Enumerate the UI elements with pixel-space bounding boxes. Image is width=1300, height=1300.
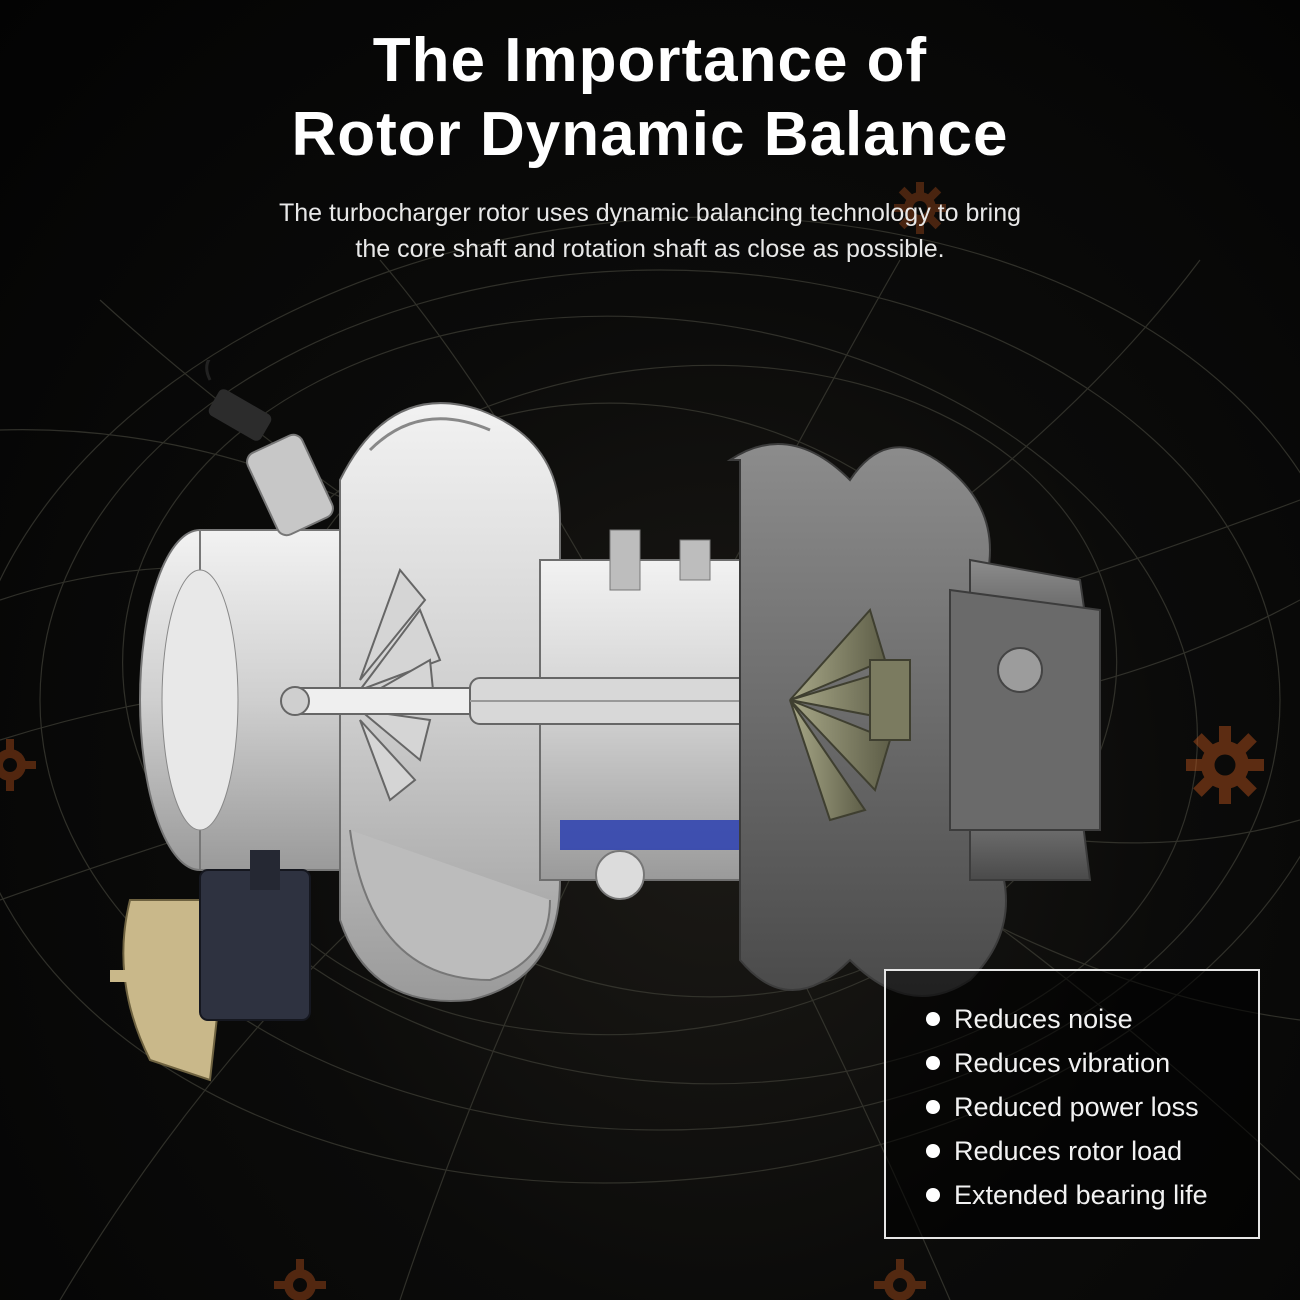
compressor-wheel: [356, 568, 442, 802]
feature-text: Reduces vibration: [954, 1047, 1171, 1078]
feature-item: Reduces vibration: [926, 1041, 1258, 1085]
subtitle: The turbocharger rotor uses dynamic bala…: [150, 195, 1150, 267]
feature-text: Reduces noise: [954, 1003, 1133, 1034]
features-box: Reduces noise Reduces vibration Reduced …: [884, 969, 1260, 1239]
gear-watermark-icon: [1186, 726, 1264, 804]
bullet-dot-icon: [926, 1100, 940, 1114]
gear-watermark-icon: [894, 182, 946, 234]
feature-item: Extended bearing life: [926, 1173, 1258, 1217]
gear-watermark-icon: [874, 1259, 926, 1300]
turbocharger-cutaway-illustration: [110, 360, 1101, 1082]
bullet-dot-icon: [926, 1056, 940, 1070]
bullet-dot-icon: [926, 1144, 940, 1158]
gear-watermark-icon: [0, 739, 36, 791]
title-line-1: The Importance of: [372, 26, 928, 95]
turbine-housing: [726, 443, 1101, 997]
feature-item: Reduces noise: [926, 997, 1258, 1041]
speed-sensor: [205, 360, 334, 537]
feature-item: Reduced power loss: [926, 1085, 1258, 1129]
feature-text: Reduced power loss: [954, 1091, 1199, 1122]
bullet-dot-icon: [926, 1012, 940, 1026]
title-line-2: Rotor Dynamic Balance: [291, 100, 1009, 169]
bullet-dot-icon: [926, 1188, 940, 1202]
oil-seal: [560, 820, 760, 850]
features-list: Reduces noise Reduces vibration Reduced …: [886, 971, 1258, 1217]
feature-text: Extended bearing life: [954, 1179, 1208, 1210]
turbine-wheel: [789, 607, 911, 822]
page-title: The Importance of Rotor Dynamic Balance: [0, 24, 1300, 172]
subtitle-line-1: The turbocharger rotor uses dynamic bala…: [278, 199, 1022, 227]
feature-item: Reduces rotor load: [926, 1129, 1258, 1173]
subtitle-line-2: the core shaft and rotation shaft as clo…: [355, 235, 945, 263]
wastegate-actuator: [110, 850, 311, 1082]
feature-text: Reduces rotor load: [954, 1135, 1183, 1166]
rotor-shaft: [280, 677, 811, 725]
gear-watermark-icon: [274, 1259, 326, 1300]
